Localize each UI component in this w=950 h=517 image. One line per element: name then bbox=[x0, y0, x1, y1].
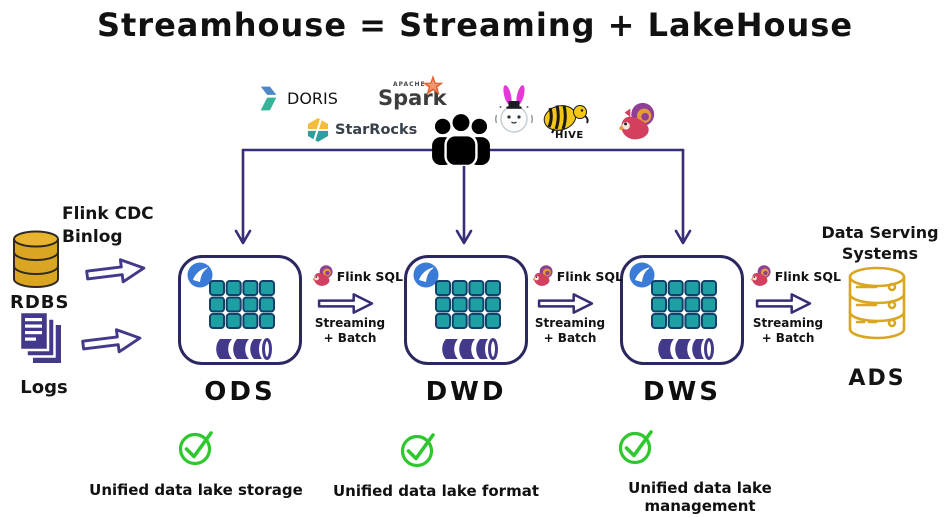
logs-label: Logs bbox=[20, 377, 68, 398]
batch-label: + Batch bbox=[543, 331, 597, 345]
spark-logo: APACHE Spark bbox=[378, 75, 447, 112]
table-grid-icon bbox=[435, 280, 501, 329]
stage-label-dwd: DWD bbox=[425, 377, 507, 407]
ads-label: ADS bbox=[848, 366, 906, 391]
systems-label: Systems bbox=[841, 244, 919, 263]
stage-label-ods: ODS bbox=[204, 377, 276, 407]
connector-ods-dwd: Flink SQL Streaming + Batch bbox=[311, 264, 403, 346]
flink-sql-label: Flink SQL bbox=[774, 268, 841, 284]
stage-label-dws: DWS bbox=[643, 377, 721, 407]
flow-arrow-icon bbox=[317, 293, 374, 314]
data-serving-label: Data Serving bbox=[821, 223, 939, 242]
benefit-format-label: Unified data lake format bbox=[332, 482, 539, 500]
streaming-label: Streaming bbox=[752, 316, 824, 330]
cylinder-icon bbox=[442, 338, 498, 360]
connector-dws-ads: Flink SQL Streaming + Batch bbox=[749, 264, 841, 346]
hive-bee-icon bbox=[543, 105, 589, 135]
doris-logo: DORIS bbox=[258, 86, 338, 111]
flink-cdc-label: Flink CDC bbox=[62, 204, 154, 224]
table-grid-icon bbox=[209, 280, 275, 329]
trino-bunny-icon bbox=[495, 85, 533, 133]
streaming-label: Streaming bbox=[314, 316, 386, 330]
connector-dwd-dws: Flink SQL Streaming + Batch bbox=[531, 264, 623, 346]
logs-icon bbox=[18, 310, 61, 363]
starrocks-label: StarRocks bbox=[335, 122, 418, 138]
table-grid-icon bbox=[651, 280, 717, 329]
flow-arrow-icon bbox=[755, 293, 812, 314]
flink-sql-label: Flink SQL bbox=[336, 268, 403, 284]
batch-label: + Batch bbox=[761, 331, 815, 345]
benefit-storage-label: Unified data lake storage bbox=[89, 481, 303, 499]
stage-box-dwd bbox=[404, 255, 528, 365]
binlog-label: Binlog bbox=[62, 227, 123, 247]
flink-sql-label: Flink SQL bbox=[556, 268, 623, 284]
check-icon bbox=[618, 430, 653, 465]
paimon-icon bbox=[187, 262, 213, 288]
rdbs-label: RDBS bbox=[10, 292, 70, 313]
paimon-icon bbox=[413, 262, 439, 288]
check-icon bbox=[178, 431, 213, 466]
logs-arrow-icon bbox=[81, 328, 142, 354]
streaming-label: Streaming bbox=[534, 316, 606, 330]
starrocks-icon bbox=[307, 118, 329, 142]
hive-label: HIVE bbox=[555, 130, 584, 141]
people-icon bbox=[432, 112, 490, 166]
spark-star-icon bbox=[422, 75, 444, 96]
flink-squirrel-icon bbox=[750, 265, 771, 286]
flink-squirrel-icon bbox=[312, 265, 333, 286]
doris-label: DORIS bbox=[287, 89, 338, 108]
paimon-icon bbox=[629, 262, 655, 288]
flink-squirrel-icon bbox=[619, 102, 655, 140]
starrocks-logo: StarRocks bbox=[307, 118, 417, 142]
page-title: Streamhouse = Streaming + LakeHouse bbox=[96, 6, 854, 44]
cylinder-icon bbox=[216, 338, 272, 360]
database-icon-rdbs bbox=[13, 230, 59, 288]
flink-squirrel-icon bbox=[532, 265, 553, 286]
stage-box-dws bbox=[620, 255, 744, 365]
doris-icon bbox=[260, 86, 277, 111]
rdbs-arrow-icon bbox=[85, 258, 146, 284]
spark-apache-label: APACHE bbox=[393, 81, 426, 88]
flow-arrow-icon bbox=[537, 293, 594, 314]
serving-database-icon bbox=[848, 266, 906, 340]
stage-box-ods bbox=[178, 255, 302, 365]
cylinder-icon bbox=[658, 338, 714, 360]
benefit-management-label: Unified data lake management bbox=[628, 479, 772, 515]
check-icon bbox=[400, 433, 435, 468]
batch-label: + Batch bbox=[323, 331, 377, 345]
